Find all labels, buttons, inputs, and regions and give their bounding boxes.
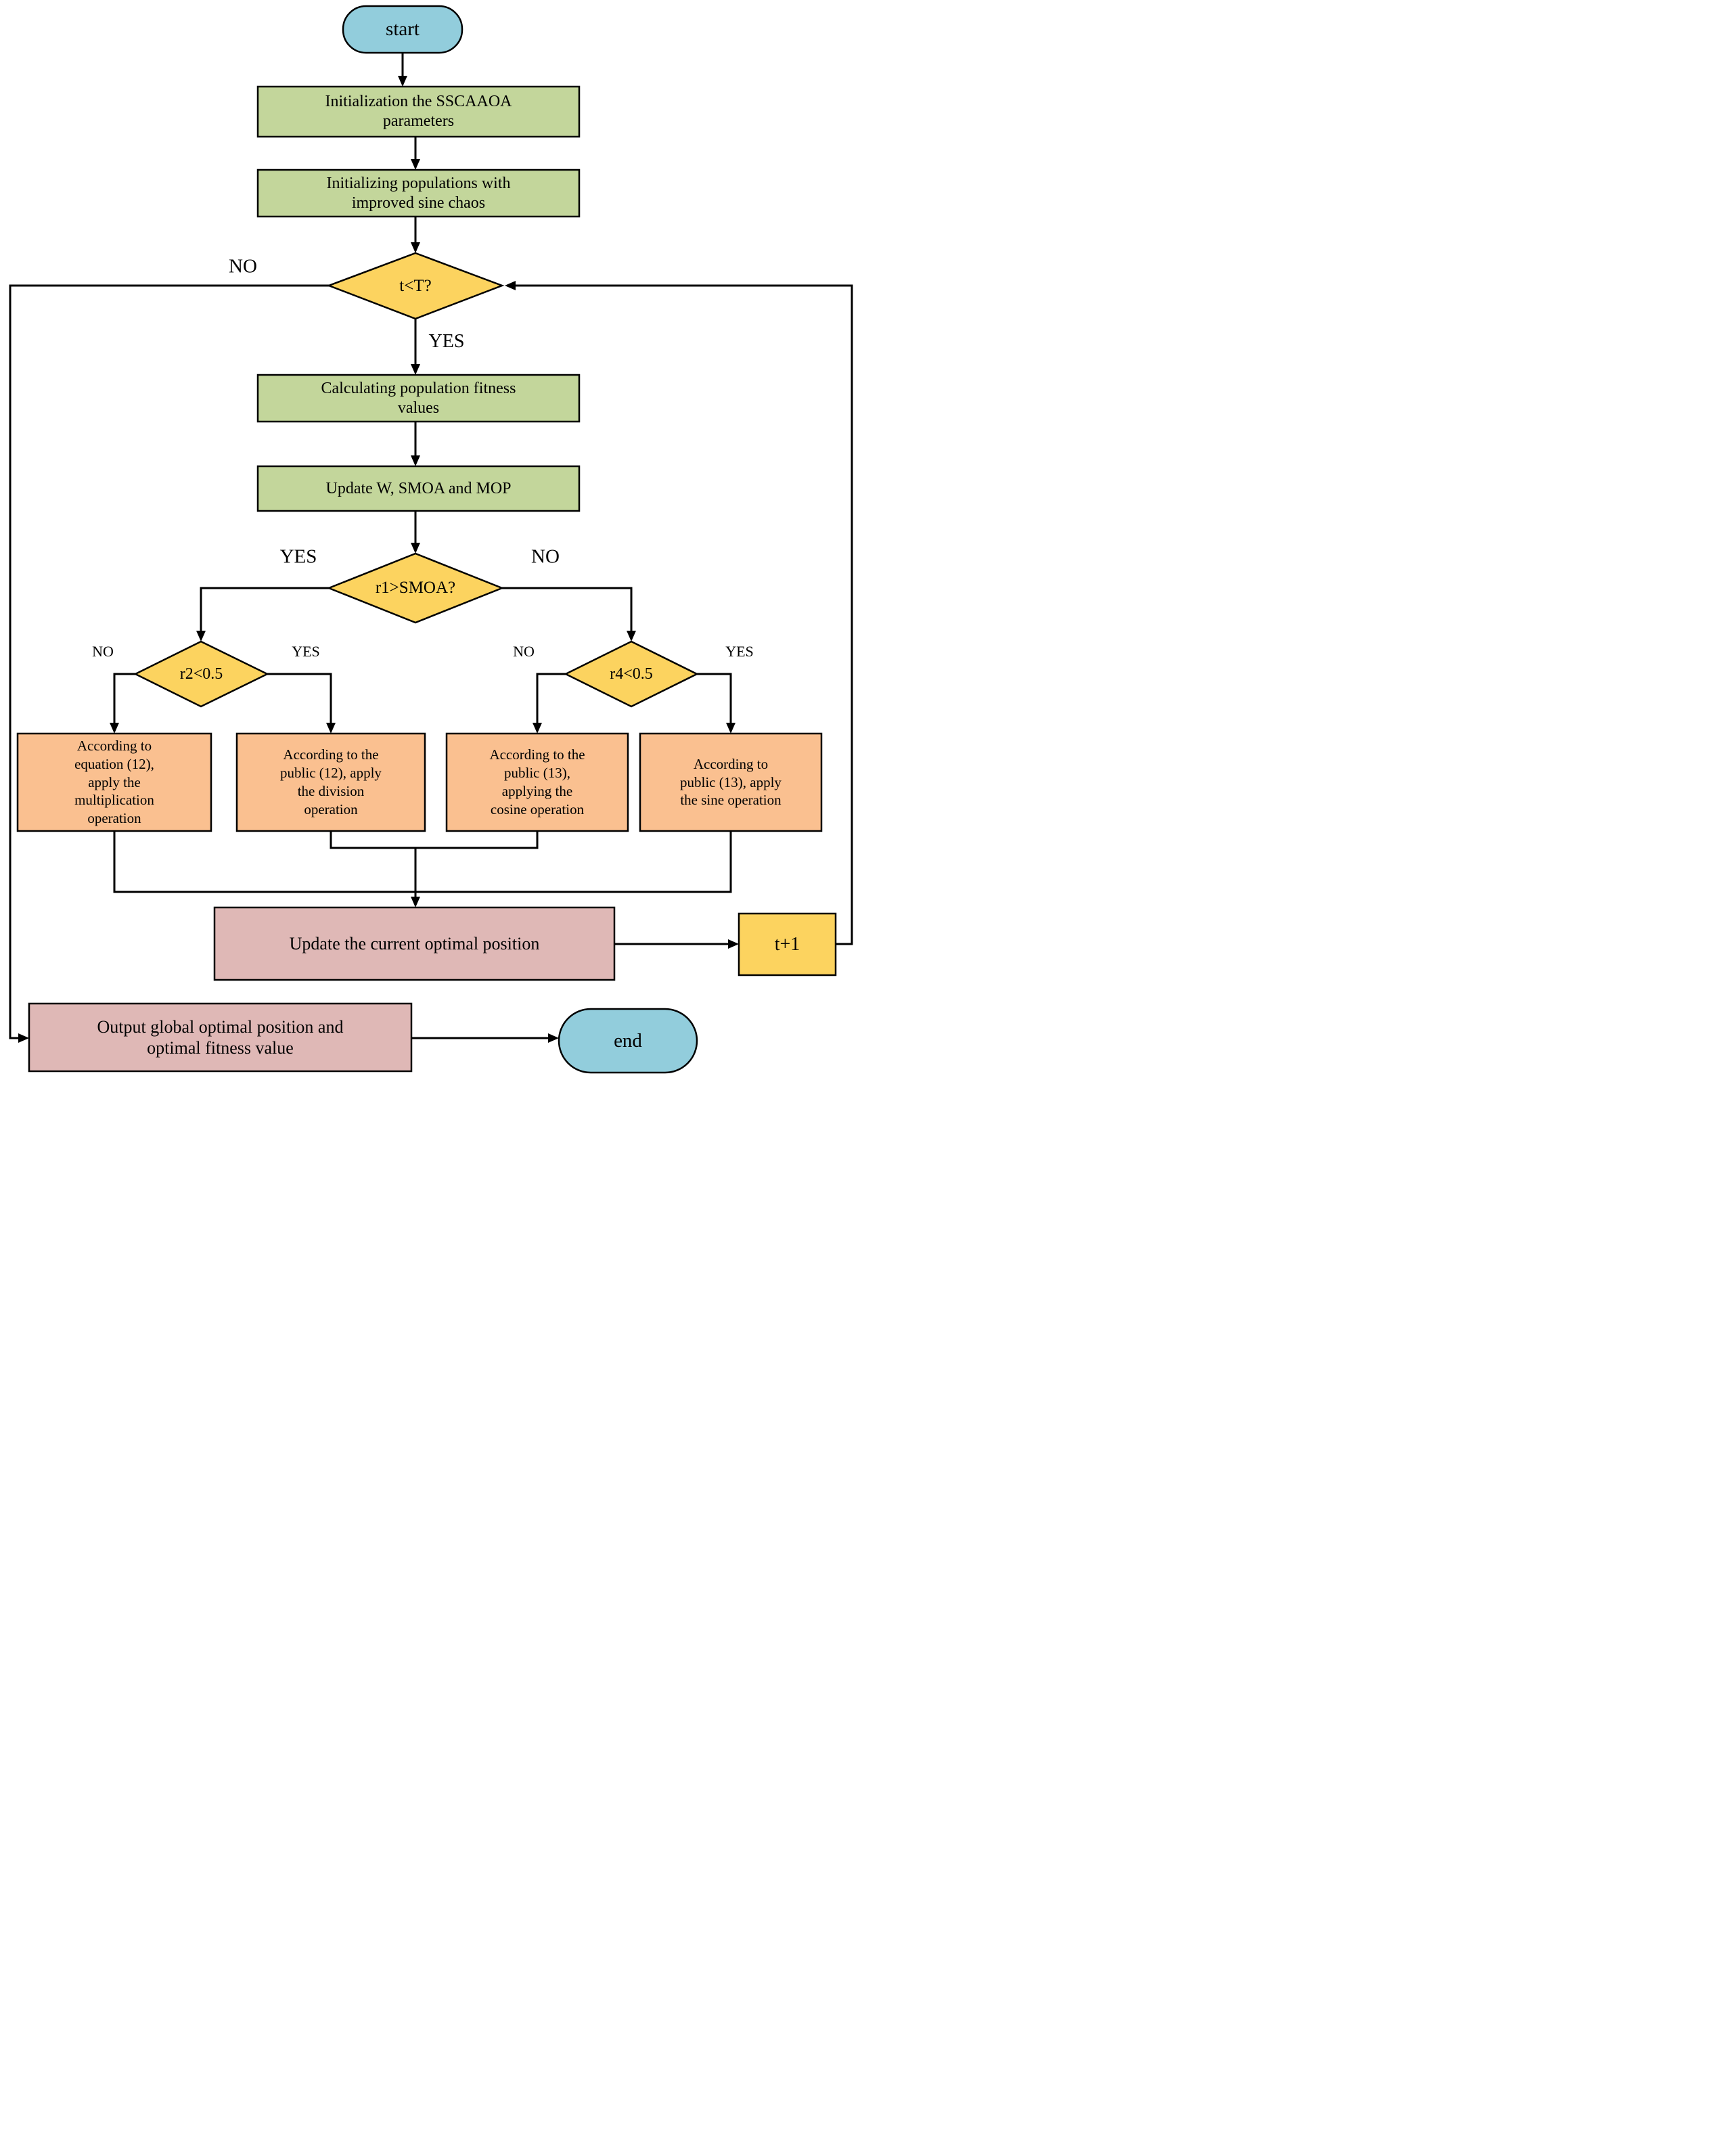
op-cosine-shape [445,732,629,832]
edge-merge-division-cosine [330,831,539,849]
op-division-shape [235,732,426,832]
edge-cond-r1-no-to-cond-r4 [502,587,636,642]
end-terminal-shape [558,1008,698,1074]
calc-fitness-process-shape [256,374,581,423]
edge-increment-loop-to-cond-t [505,281,853,945]
output-shape [28,1002,413,1073]
op-multiplication-shape [16,732,212,832]
cond-t-decision-shape [326,252,505,320]
increment-shape [738,912,837,976]
edge-cond-r2-yes-to-op-division [267,673,336,734]
edge-merge-multiplication-sine [113,831,732,893]
edge-cond-t-no-to-output [9,284,329,1043]
init-pop-process-shape [256,169,581,218]
start-terminal-shape [342,5,463,54]
op-sine-shape [639,732,823,832]
update-position-shape [213,906,616,981]
flowchart-svg-layer [9,5,853,1074]
cond-r2-decision-shape [133,640,269,708]
update-w-process-shape [256,465,581,512]
edge-cond-r1-yes-to-cond-r2 [196,587,329,642]
cond-r1-decision-shape [326,552,505,624]
flowchart-canvas: start Initialization the SSCAAOA paramet… [0,0,860,1078]
edge-cond-r4-no-to-op-cosine [533,673,566,734]
edge-cond-r2-no-to-op-multiplication [110,673,135,734]
edge-cond-r4-yes-to-op-sine [697,673,735,734]
init-params-process-shape [256,85,581,138]
cond-r4-decision-shape [564,640,699,708]
